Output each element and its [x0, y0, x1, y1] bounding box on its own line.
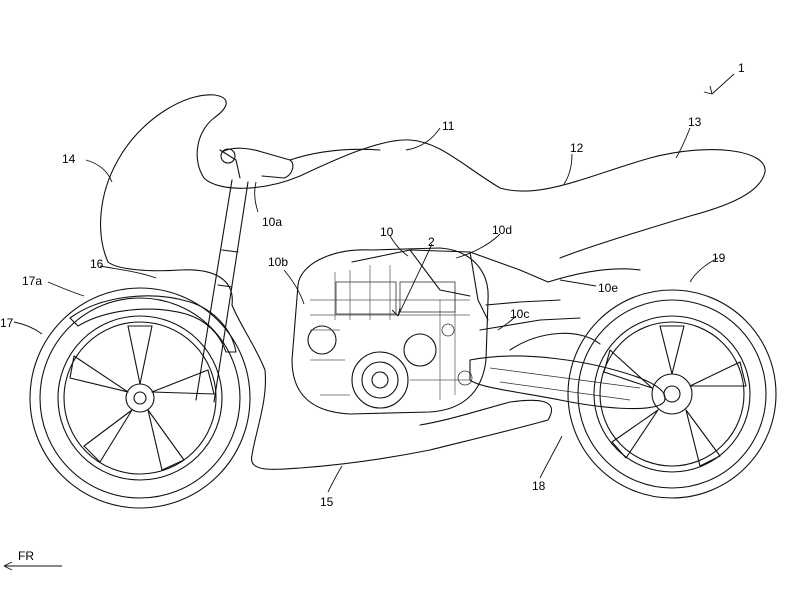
- label-13: 13: [688, 115, 702, 129]
- label-10d: 10d: [492, 223, 512, 237]
- label-10: 10: [380, 225, 394, 239]
- label-14: 14: [62, 152, 76, 166]
- leader-lines: [14, 74, 734, 492]
- front-fork: [196, 180, 248, 402]
- front-wheel: [30, 288, 250, 508]
- engine-assembly: [292, 248, 488, 414]
- label-10a: 10a: [262, 215, 282, 229]
- swing-arm: [470, 333, 665, 408]
- label-18: 18: [532, 479, 546, 493]
- label-11: 11: [442, 119, 455, 133]
- label-16: 16: [90, 257, 104, 271]
- direction-label: FR: [18, 549, 34, 563]
- upper-frame-line: [290, 149, 380, 160]
- label-19: 19: [712, 251, 726, 265]
- label-12: 12: [570, 141, 584, 155]
- label-17a: 17a: [22, 274, 42, 288]
- label-15: 15: [320, 495, 334, 509]
- handlebar-grip: [221, 149, 235, 163]
- rear-wheel: [568, 290, 776, 498]
- label-10e: 10e: [598, 281, 618, 295]
- label-1: 1: [738, 61, 745, 75]
- front-direction-indicator: FR: [4, 549, 62, 570]
- label-2: 2: [428, 235, 435, 249]
- main-frame: [352, 250, 580, 330]
- label-17: 17: [0, 316, 14, 330]
- label-10b: 10b: [268, 255, 288, 269]
- label-10c: 10c: [510, 307, 529, 321]
- handlebar: [220, 148, 293, 178]
